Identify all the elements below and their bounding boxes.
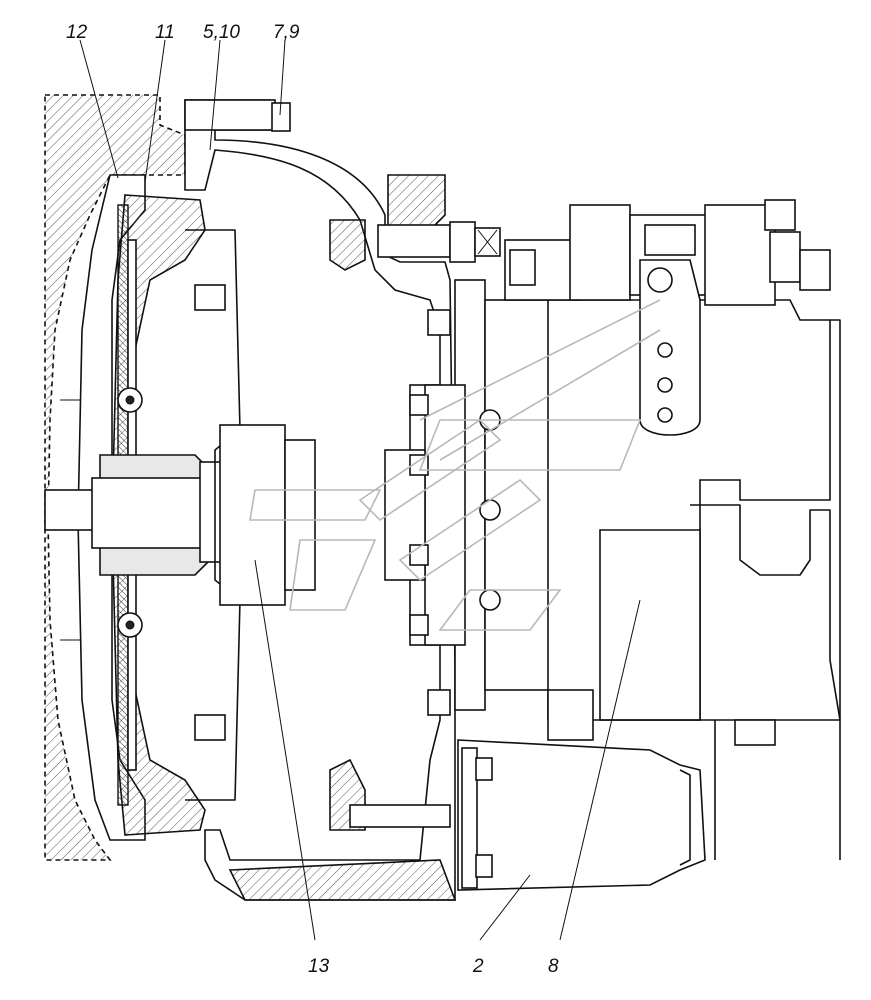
callout-labels: 12 11 5,10 7,9 13 2 8 [66, 22, 559, 977]
watermark-logo [249, 299, 661, 631]
callout-12: 12 [66, 22, 88, 43]
gearbox-body [547, 299, 841, 860]
callout-7-9: 7,9 [273, 22, 300, 43]
callout-11: 11 [155, 22, 175, 43]
gearbox-front-cover [384, 279, 556, 716]
housing-bolts [349, 221, 501, 828]
callout-5-10: 5,10 [203, 22, 240, 43]
callout-8: 8 [548, 956, 559, 977]
pressure-plate [185, 229, 316, 801]
starter-motor [457, 739, 706, 891]
callout-13: 13 [308, 956, 330, 977]
shift-mechanism [504, 199, 831, 436]
leader-lines [79, 39, 641, 941]
callout-2: 2 [472, 956, 484, 977]
